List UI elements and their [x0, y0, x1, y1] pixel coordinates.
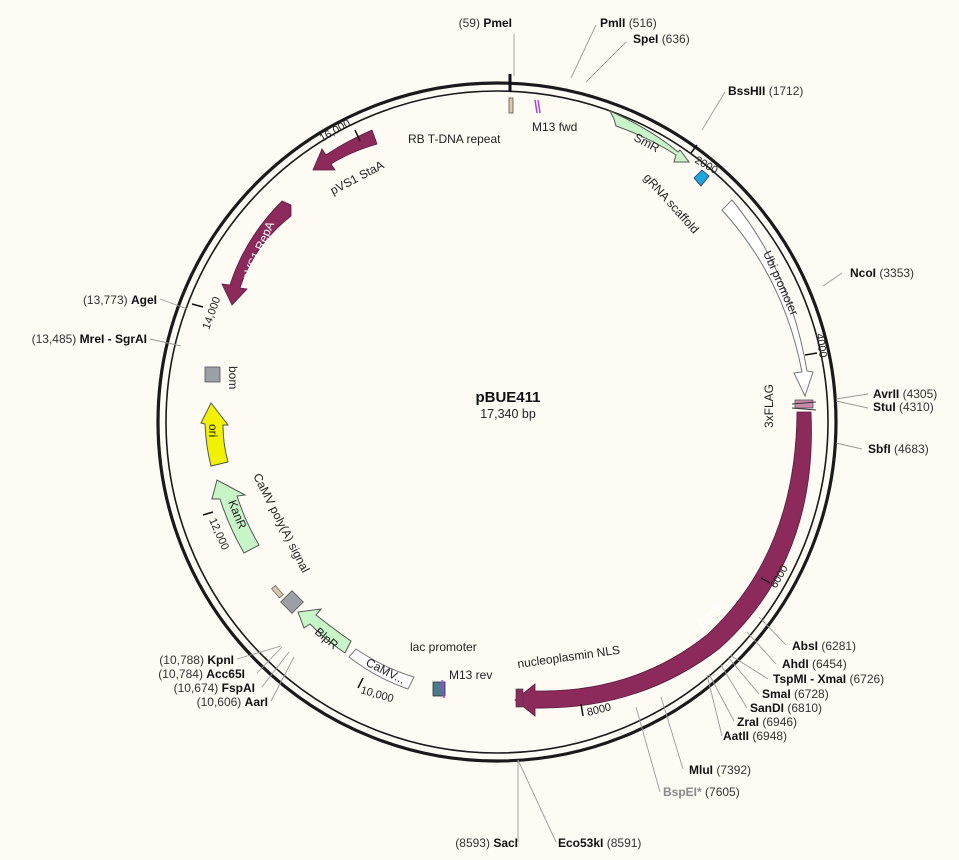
site-leader-lines — [149, 24, 869, 843]
site-agei[interactable]: (13,773) AgeI — [83, 293, 157, 307]
ori-arrow[interactable] — [200, 402, 230, 467]
tick-16000: 16,000 — [318, 117, 353, 144]
3xflag-label: 3xFLAG — [762, 384, 776, 428]
site-ahdi[interactable]: AhdI (6454) — [782, 657, 847, 671]
plasmid-length: 17,340 bp — [480, 407, 536, 421]
ori-label: ori — [206, 424, 220, 437]
site-aatii[interactable]: AatII (6948) — [723, 729, 787, 743]
bom-marker[interactable] — [204, 366, 221, 383]
tick-4000: 4000 — [813, 333, 829, 359]
bom-label: bom — [226, 366, 240, 389]
site-sandi[interactable]: SanDI (6810) — [750, 701, 822, 715]
nls-label: nucleoplasmin NLS — [516, 643, 620, 671]
site-bspei[interactable]: BspEI* (7605) — [663, 785, 740, 799]
nls-marker[interactable] — [515, 688, 524, 708]
polya-tick — [271, 584, 284, 599]
lac-promoter-label: lac promoter — [410, 640, 477, 654]
site-ncoi[interactable]: NcoI (3353) — [850, 266, 914, 280]
tick-12000: 12,000 — [206, 516, 231, 552]
ubi-promoter-arrow[interactable] — [721, 199, 814, 398]
site-smai[interactable]: SmaI (6728) — [762, 687, 829, 701]
site-aari[interactable]: (10,606) AarI — [197, 695, 268, 709]
m13-fwd-label: M13 fwd — [532, 120, 577, 134]
site-mrei-sgrai[interactable]: (13,485) MreI - SgrAI — [32, 332, 147, 346]
polya-label: CaMV poly(A) signal — [250, 471, 312, 575]
m13-rev-line — [441, 679, 445, 699]
site-fspai[interactable]: (10,674) FspAI — [174, 681, 255, 695]
site-spei[interactable]: SpeI (636) — [633, 32, 690, 46]
site-acc65i[interactable]: (10,784) Acc65I — [158, 667, 245, 681]
site-zrai[interactable]: ZraI (6946) — [737, 715, 797, 729]
site-bsshii[interactable]: BssHII (1712) — [728, 84, 803, 98]
site-pmei[interactable]: (59) PmeI — [459, 16, 512, 30]
site-kpni[interactable]: (10,788) KpnI — [159, 653, 234, 667]
cas9-arrow[interactable] — [514, 411, 812, 717]
camv-promoter-arrow[interactable] — [348, 648, 415, 690]
kanr-arrow[interactable] — [211, 479, 260, 554]
site-avrii[interactable]: AvrII (4305) — [873, 387, 937, 401]
site-absi[interactable]: AbsI (6281) — [792, 639, 856, 653]
grna-scaffold-label: gRNA scaffold — [641, 171, 702, 237]
tick-8000: 8000 — [586, 701, 613, 719]
pvs1-repa-arrow[interactable] — [221, 200, 292, 306]
3xflag-line-b — [791, 407, 817, 411]
site-tspmi-xmai[interactable]: TspMI - XmaI (6726) — [773, 672, 884, 686]
site-stui[interactable]: StuI (4310) — [873, 400, 934, 414]
smr-arrow[interactable] — [608, 109, 690, 163]
blpr-arrow[interactable] — [297, 608, 352, 654]
grna-scaffold-arrow[interactable] — [693, 169, 710, 187]
plasmid-name: pBUE411 — [475, 389, 540, 406]
backbone-outer — [156, 81, 838, 763]
pvs1-staa-label: pVS1 StaA — [328, 158, 386, 198]
blpr-label: BlpR — [312, 625, 341, 653]
site-mlui[interactable]: MluI (7392) — [689, 763, 751, 777]
site-pmli[interactable]: PmlI (516) — [600, 16, 657, 30]
smr-label: SmR — [632, 130, 662, 155]
backbone-inner — [165, 90, 829, 754]
polya-marker[interactable] — [280, 590, 304, 614]
m13-fwd-mark-a — [534, 99, 538, 114]
rb-tdna-label: RB T-DNA repeat — [408, 132, 501, 146]
m13-fwd-mark-b[interactable] — [537, 99, 541, 114]
site-eco53ki[interactable]: Eco53kI (8591) — [558, 836, 641, 850]
m13-rev-label: M13 rev — [449, 668, 492, 682]
rb-tdna-marker[interactable] — [508, 97, 514, 114]
camv-promoter-label: CaMV... — [364, 655, 408, 687]
site-sbfi[interactable]: SbfI (4683) — [868, 442, 929, 456]
site-saci[interactable]: (8593) SacI — [455, 836, 518, 850]
3xflag-line-a — [791, 401, 817, 405]
tick-10000: 10,000 — [359, 684, 395, 705]
tick-14000: 14,000 — [201, 295, 224, 331]
ruler-ticks — [191, 129, 818, 717]
